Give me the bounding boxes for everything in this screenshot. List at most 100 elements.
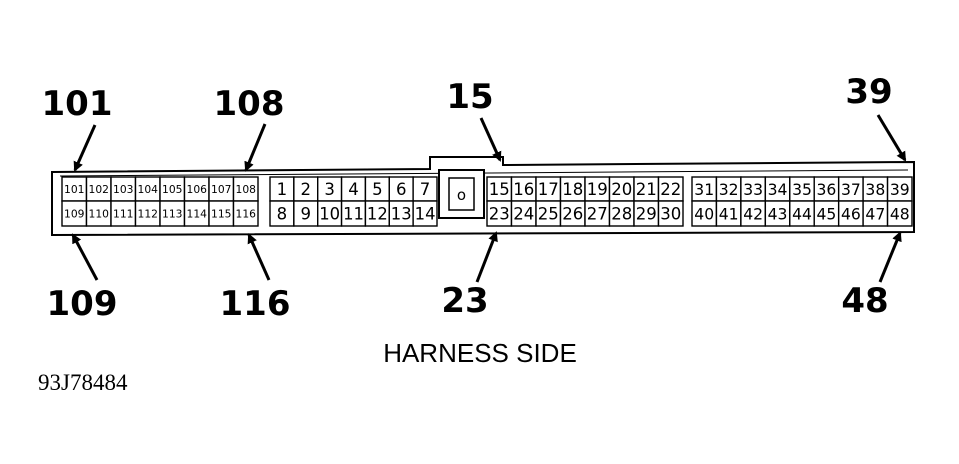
pin-number: 115: [211, 207, 231, 220]
callout-arrow: [475, 231, 498, 283]
pin-number: 29: [636, 205, 657, 225]
pin-number: 12: [367, 205, 388, 225]
pin-number: 21: [636, 180, 657, 200]
pin-cell: [208, 176, 235, 202]
pin-cell: [486, 200, 513, 227]
pin-number: 101: [64, 183, 84, 196]
callout-arrow: [71, 233, 99, 281]
pin-number: 105: [162, 183, 182, 196]
callout-arrow: [479, 117, 502, 162]
pin-number: 38: [865, 180, 885, 199]
pin-number: 40: [694, 204, 714, 223]
pin-number: 19: [587, 180, 608, 200]
figure-id: 93J78484: [38, 370, 128, 395]
pin-number: 1: [277, 180, 288, 200]
pin-number: 25: [538, 205, 559, 225]
pin-number: 24: [513, 205, 534, 225]
pin-number: 109: [64, 207, 84, 220]
callout-label: 108: [214, 84, 285, 124]
pin-cell: [764, 176, 791, 202]
pin-number: 114: [187, 207, 207, 220]
pin-cell: [85, 200, 112, 227]
pin-cell: [159, 176, 186, 202]
pin-number: 36: [817, 180, 837, 199]
pin-number: 41: [719, 204, 739, 223]
pin-number: 30: [660, 205, 681, 225]
pin-number: 110: [89, 207, 109, 220]
pin-number: 104: [138, 183, 158, 196]
pin-number: 32: [719, 180, 739, 199]
pin-cell: [633, 200, 660, 227]
pin-cell: [183, 176, 210, 202]
pin-cell: [740, 200, 767, 227]
pin-number: 15: [489, 180, 510, 200]
pin-number: 26: [562, 205, 583, 225]
pin-cell: [608, 200, 635, 227]
pin-number: 103: [113, 183, 133, 196]
pin-cell: [134, 200, 161, 227]
pin-number: 18: [562, 180, 583, 200]
pin-number: 13: [391, 205, 412, 225]
pin-cell: [789, 200, 815, 227]
pin-number: 5: [372, 180, 383, 200]
pin-number: 23: [489, 205, 510, 225]
key-symbol: o: [457, 186, 466, 204]
pin-cell: [886, 176, 913, 202]
pin-number: 39: [890, 180, 910, 199]
pin-number: 43: [768, 204, 788, 223]
pin-number: 48: [890, 204, 910, 223]
callout-arrow: [244, 123, 267, 172]
pin-cell: [510, 200, 537, 227]
pin-cell: [764, 200, 791, 227]
pin-number: 107: [211, 183, 231, 196]
pin-number: 22: [660, 180, 681, 200]
arrow-layer: [71, 114, 907, 283]
pin-number: 6: [396, 180, 407, 200]
pin-cell: [159, 200, 186, 227]
callout-label: 15: [446, 77, 493, 117]
pin-number: 116: [236, 207, 256, 220]
callout-label: 39: [845, 72, 892, 112]
pin-number: 33: [743, 180, 763, 199]
pin-number: 4: [348, 180, 359, 200]
pin-number: 9: [301, 205, 312, 225]
pin-number: 7: [420, 180, 431, 200]
pin-cell: [535, 200, 562, 227]
pin-number: 45: [817, 204, 837, 223]
pin-cell: [232, 200, 259, 227]
pin-number: 46: [841, 204, 861, 223]
pin-number: 11: [343, 205, 364, 225]
pin-cell: [886, 200, 913, 227]
callout-arrow: [876, 114, 907, 162]
callout-arrow: [73, 124, 97, 172]
pin-number: 112: [138, 207, 158, 220]
callout-label: 23: [441, 281, 488, 321]
key-slot-inner: [448, 177, 475, 211]
callout-arrow: [878, 231, 902, 283]
pin-cell: [691, 200, 718, 227]
pin-cell: [412, 200, 438, 227]
pin-number: 111: [113, 207, 133, 220]
pin-cell: [486, 176, 513, 202]
callout-label: 101: [42, 84, 113, 124]
pin-number: 10: [319, 205, 340, 225]
pin-number: 2: [301, 180, 312, 200]
pin-number: 34: [768, 180, 788, 199]
pin-number: 47: [865, 204, 885, 223]
pin-number: 102: [89, 183, 109, 196]
pin-cell: [559, 200, 586, 227]
pin-cell: [208, 200, 235, 227]
pin-number: 8: [277, 205, 288, 225]
callout-label: 109: [47, 284, 118, 324]
pin-number: 35: [792, 180, 812, 199]
pin-cell: [837, 200, 864, 227]
pin-cell: [110, 200, 137, 227]
pin-cell: [715, 200, 742, 227]
pin-number: 17: [538, 180, 559, 200]
